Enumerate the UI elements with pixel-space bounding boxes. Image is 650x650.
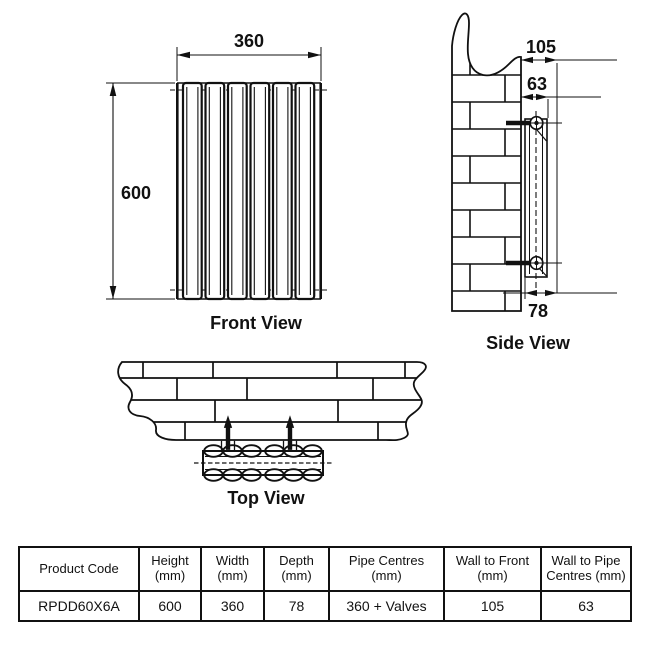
side-dim-105	[521, 56, 617, 64]
spec-table-data-row: RPDD60X6A 600 360 78 360 + Valves 105 63	[18, 590, 632, 622]
side-wall-to-pipe-value: 63	[527, 74, 547, 94]
cell-pipe-centres: 360 + Valves	[328, 590, 445, 622]
side-view-label: Side View	[486, 333, 571, 353]
cell-width: 360	[200, 590, 265, 622]
spec-table-header-row: Product Code Height (mm) Width (mm) Dept…	[18, 546, 632, 592]
front-width-dim-value: 360	[234, 31, 264, 51]
cell-depth: 78	[263, 590, 330, 622]
col-header-height: Height (mm)	[138, 546, 202, 592]
side-wall-bricks	[452, 44, 521, 311]
top-bracket-right	[282, 415, 298, 451]
panel-inner-lines	[186, 87, 311, 295]
cell-wall-to-front: 105	[443, 590, 542, 622]
cell-height: 600	[138, 590, 202, 622]
side-dim-78	[503, 278, 617, 299]
front-view-label: Front View	[210, 313, 303, 333]
side-depth-value: 78	[528, 301, 548, 321]
technical-drawing: 360 600 Front View	[106, 12, 617, 508]
radiator-panels	[181, 81, 316, 301]
front-width-dimension	[176, 47, 322, 81]
cell-wall-to-pipe-centres: 63	[540, 590, 632, 622]
side-dim-63	[521, 93, 601, 118]
top-view-drawing	[117, 361, 427, 482]
side-bracket-bottom	[506, 255, 562, 271]
top-view-label: Top View	[227, 488, 305, 508]
top-wall-bricks	[118, 362, 426, 440]
col-header-pipe-centres: Pipe Centres (mm)	[328, 546, 445, 592]
top-wall	[117, 361, 427, 442]
spec-table: Product Code Height (mm) Width (mm) Dept…	[18, 546, 632, 622]
top-radiator	[194, 444, 332, 482]
side-view-drawing	[451, 12, 617, 312]
side-wall	[451, 12, 522, 312]
col-header-wall-to-pipe-centres: Wall to Pipe Centres (mm)	[540, 546, 632, 592]
col-header-width: Width (mm)	[200, 546, 265, 592]
side-bracket-top	[506, 115, 562, 131]
col-header-wall-to-front: Wall to Front (mm)	[443, 546, 542, 592]
front-view-drawing	[106, 47, 328, 301]
front-height-dimension	[106, 82, 175, 300]
front-height-dim-value: 600	[121, 183, 151, 203]
side-wall-to-front-value: 105	[526, 37, 556, 57]
cell-product-code: RPDD60X6A	[18, 590, 140, 622]
col-header-product-code: Product Code	[18, 546, 140, 592]
col-header-depth: Depth (mm)	[263, 546, 330, 592]
